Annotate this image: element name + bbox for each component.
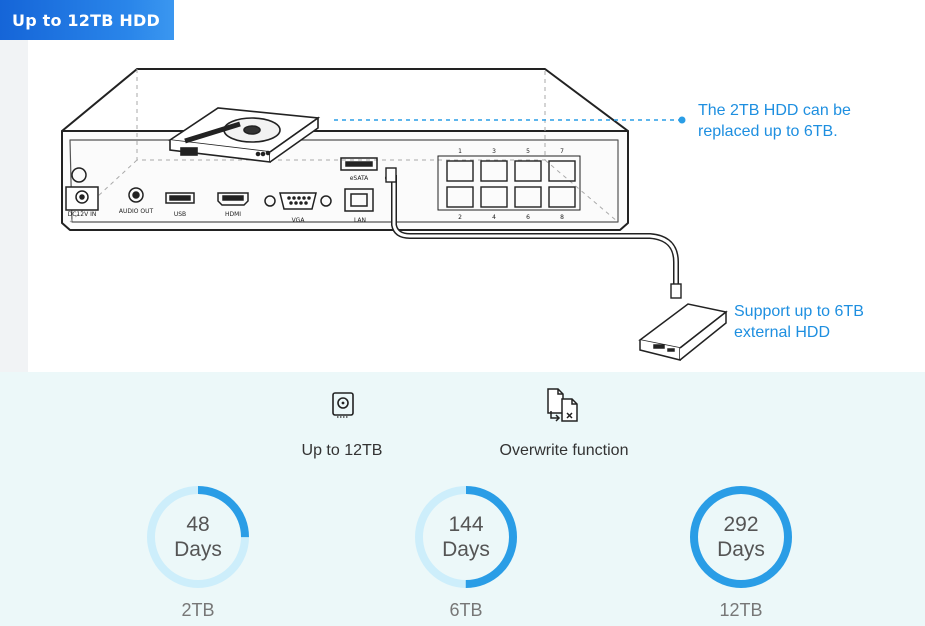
poe-port-label: 8	[560, 214, 564, 221]
left-margin-stripe	[0, 40, 28, 372]
capacity-label-6tb: 6TB	[449, 600, 483, 620]
power-port-illustration	[65, 167, 99, 211]
hdmi-port-label: HDMI	[225, 211, 241, 218]
esata-port-label: eSATA	[350, 175, 369, 182]
callout-line: external HDD	[734, 324, 831, 341]
days-unit: Days	[717, 538, 765, 561]
days-value: 48	[186, 513, 210, 536]
callout-line: replaced up to 6TB.	[698, 123, 838, 140]
poe-port-label: 7	[560, 148, 564, 155]
audio-port-label: AUDIO OUT	[119, 208, 154, 215]
lan-port-illustration	[344, 188, 374, 212]
esata-port-illustration	[340, 157, 378, 171]
external-hdd-illustration	[638, 303, 728, 361]
internal-hdd-callout: The 2TB HDD can be replaced up to 6TB.	[698, 100, 918, 142]
storage-ring-6tb: 144 Days	[414, 485, 518, 589]
ring-value-text: 292 Days	[689, 485, 793, 589]
ring-fill	[147, 486, 249, 588]
badge-label: Up to 12TB HDD	[12, 10, 160, 30]
usb-port-label: USB	[174, 211, 186, 218]
capacity-label-2tb: 2TB	[181, 600, 215, 620]
days-value: 144	[448, 513, 484, 536]
ring-chart	[415, 486, 517, 588]
callout-line: The 2TB HDD can be	[698, 102, 851, 119]
storage-ring-12tb: 292 Days	[689, 485, 793, 589]
nvr-illustration: DC12V IN AUDIO OUT USB HDMI VGA eSATA LA…	[61, 68, 728, 361]
usb-port-illustration	[165, 192, 195, 204]
storage-ring-2tb: 48 Days	[146, 485, 250, 589]
internal-hdd-illustration	[167, 107, 321, 163]
feature-overwrite-label: Overwrite function	[499, 442, 629, 459]
poe-port-label: 6	[526, 214, 530, 221]
nvr-top-lid	[61, 68, 629, 132]
poe-port-label: 2	[458, 214, 462, 221]
poe-port-label: 4	[492, 214, 496, 221]
days-value: 292	[723, 513, 759, 536]
poe-port-label: 5	[526, 148, 530, 155]
days-unit: Days	[442, 538, 490, 561]
power-port-label: DC12V IN	[68, 211, 97, 218]
vga-port-illustration	[264, 192, 332, 210]
hdmi-port-illustration	[217, 192, 249, 206]
external-hdd-callout: Support up to 6TB external HDD	[734, 301, 924, 343]
ring-fill	[415, 486, 517, 588]
callout-line: Support up to 6TB	[734, 303, 864, 320]
capacity-badge: Up to 12TB HDD	[0, 0, 174, 40]
ring-value-text: 48 Days	[146, 485, 250, 589]
nvr-front-face	[61, 130, 629, 231]
lan-port-label: LAN	[354, 217, 366, 224]
days-unit: Days	[174, 538, 222, 561]
feature-capacity-label: Up to 12TB	[301, 442, 383, 459]
audio-port-illustration	[128, 187, 144, 203]
ring-value-text: 144 Days	[414, 485, 518, 589]
ring-chart	[690, 486, 792, 588]
poe-port-label: 1	[458, 148, 462, 155]
hdd-icon	[332, 392, 354, 418]
overwrite-icon	[547, 388, 578, 422]
capacity-label-12tb: 12TB	[719, 600, 763, 620]
ring-fill	[690, 486, 792, 588]
vga-port-label: VGA	[292, 217, 306, 224]
poe-port-label: 3	[492, 148, 496, 155]
ring-chart	[147, 486, 249, 588]
poe-ports-illustration	[437, 155, 581, 211]
